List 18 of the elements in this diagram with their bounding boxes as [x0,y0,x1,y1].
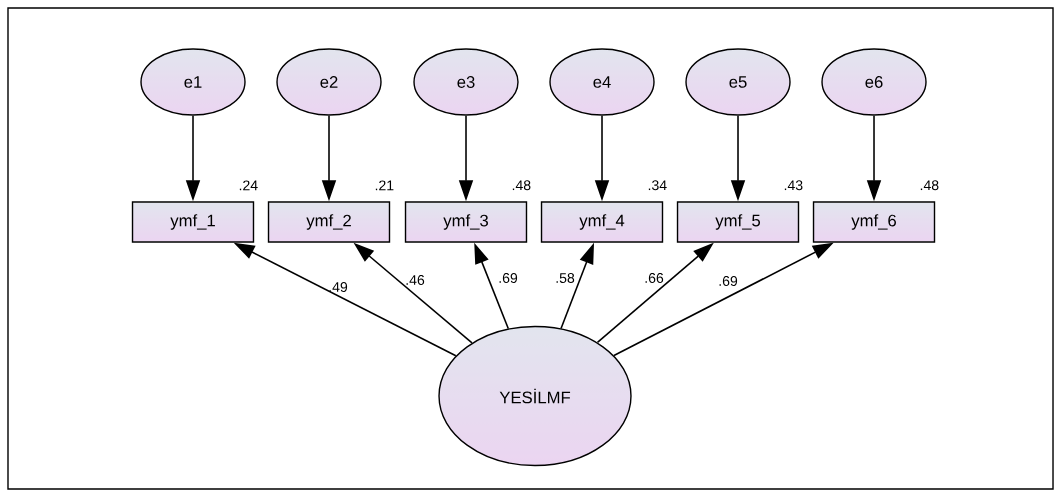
observed-variable-box: ymf_3 [404,201,528,243]
edge-label: .46 [406,275,425,285]
observed-variable-box: ymf_5 [676,201,800,243]
observed-variable-box: ymf_2 [267,201,391,243]
observed-variable-box: ymf_4 [540,201,664,243]
variance-label: .34 [648,180,667,191]
edge-label: .69 [499,273,518,283]
edge-label: .69 [719,276,738,286]
variance-label: .24 [239,180,258,191]
variance-label: .21 [375,180,394,191]
observed-variable-box: ymf_1 [131,201,255,243]
variance-label: .43 [784,180,803,191]
variance-label: .48 [512,180,531,191]
edge-label: .49 [329,282,348,292]
edge-label: .58 [556,273,575,283]
variance-label: .48 [920,180,939,191]
edge-label: .66 [645,273,664,283]
observed-variable-box: ymf_6 [812,201,936,243]
